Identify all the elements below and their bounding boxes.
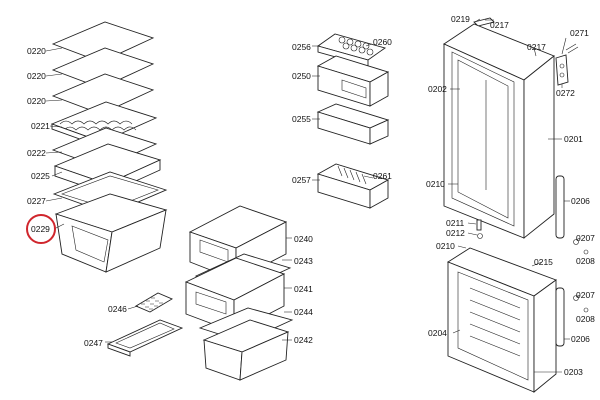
label-upper-gasket: 0201 [564, 134, 583, 144]
label-screw-b: 0208 [576, 256, 595, 266]
label-handle-upper: 0206 [571, 196, 590, 206]
lower-gasket [457, 271, 529, 381]
label-handle-lower: 0206 [571, 334, 590, 344]
label-middle-a: 0211 [446, 218, 465, 228]
label-egg-tray: 0246 [108, 304, 127, 314]
label-top-e: 0272 [556, 88, 575, 98]
upper-door [443, 23, 555, 239]
label-screw-a: 0207 [576, 233, 595, 243]
top-screw [565, 43, 579, 54]
label-middle-b: 0212 [446, 228, 465, 238]
upper-gasket [457, 59, 509, 219]
label-bin-insert: 0261 [373, 171, 392, 181]
label-upper-hinge: 0210 [426, 179, 445, 189]
label-freezer-drawer-3: 0242 [294, 335, 313, 345]
left-leader-lines [45, 47, 139, 343]
doors: 0219 0217 0217 0271 0272 0202 0201 0210 … [426, 14, 595, 393]
label-shelf-top: 0220 [27, 46, 46, 56]
label-egg-insert: 0260 [373, 37, 392, 47]
top-hinge [555, 54, 569, 86]
lower-door [447, 247, 557, 393]
middle-washer [477, 233, 483, 239]
shelf-3 [51, 73, 155, 115]
label-upper-door: 0202 [428, 84, 447, 94]
label-drawer-cover: 0225 [31, 171, 50, 181]
label-bottle-rack: 0221 [31, 121, 50, 131]
label-top-d: 0271 [570, 28, 589, 38]
label-lower-top: 0215 [534, 257, 553, 267]
bin-mid [316, 103, 390, 145]
label-bin-large: 0250 [292, 71, 311, 81]
screw-upper-2 [583, 249, 589, 255]
egg-tray [135, 292, 173, 313]
screw-upper [573, 239, 579, 245]
highlight-circle [26, 214, 56, 244]
freezer-drawer-3 [202, 319, 290, 381]
label-freezer-cover-1: 0243 [294, 256, 313, 266]
label-lower-door: 0204 [428, 328, 447, 338]
upper-handle [555, 175, 565, 239]
bin-bottom [316, 163, 390, 209]
bin-large [316, 55, 390, 107]
freezer-drawers: 0240 0243 0241 0244 0242 [184, 205, 313, 381]
label-bin-bottom: 0257 [292, 175, 311, 185]
label-lower-gasket: 0203 [564, 367, 583, 377]
label-freezer-drawer-2: 0241 [294, 284, 313, 294]
label-screw-d: 0208 [576, 314, 595, 324]
label-glass-shelf: 0227 [27, 196, 46, 206]
label-shelf-2: 0220 [27, 71, 46, 81]
label-egg-bin: 0256 [292, 42, 311, 52]
label-shelf-3: 0220 [27, 96, 46, 106]
left-column-parts: 0220 0220 0220 0221 0222 0225 0227 0229 … [26, 21, 184, 357]
label-lower-hinge: 0210 [436, 241, 455, 251]
screw-lower-2 [583, 307, 589, 313]
label-crisper: 0229 [31, 224, 50, 234]
label-freezer-drawer-1: 0240 [294, 234, 313, 244]
screw-lower [573, 295, 579, 301]
crisper-bin [54, 193, 168, 273]
lower-handle [555, 287, 565, 347]
label-freezer-cover-2: 0244 [294, 307, 313, 317]
label-screw-c: 0207 [576, 290, 595, 300]
ice-tray [106, 319, 184, 357]
middle-pin [476, 219, 482, 231]
label-shelf-4: 0222 [27, 148, 46, 158]
label-top-a: 0219 [451, 14, 470, 24]
label-bin-mid: 0255 [292, 114, 311, 124]
label-top-b: 0217 [490, 20, 509, 30]
label-top-c: 0217 [527, 42, 546, 52]
egg-bin [316, 33, 387, 67]
door-bins: 0256 0260 0250 0255 0257 0261 [292, 33, 392, 209]
label-ice-tray: 0247 [84, 338, 103, 348]
